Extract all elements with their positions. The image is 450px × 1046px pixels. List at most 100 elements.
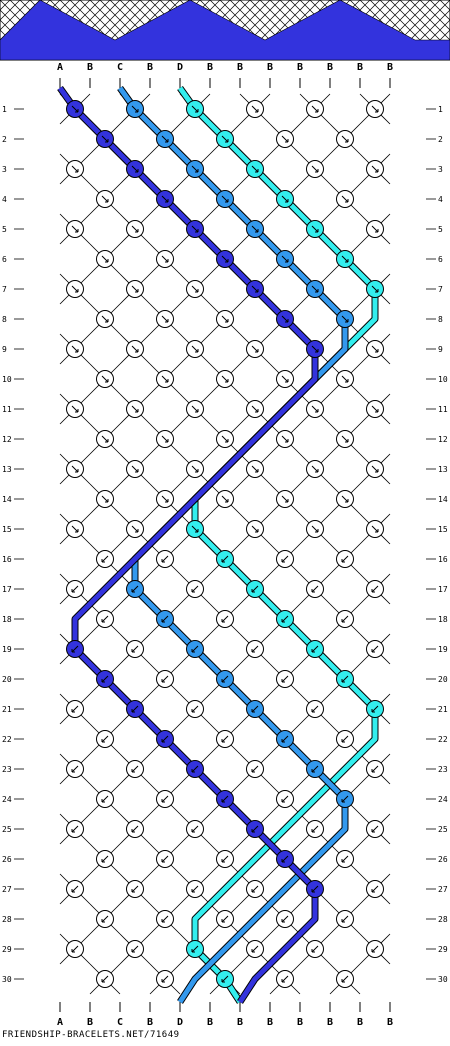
- knot-arrow-icon: [281, 255, 289, 263]
- knot-arrow-icon: [371, 825, 379, 833]
- knot-arrow-icon: [161, 375, 169, 383]
- row-number-right: 14: [438, 495, 448, 504]
- knot-arrow-icon: [101, 255, 109, 263]
- knot-arrow-icon: [341, 555, 349, 563]
- knot-arrow-icon: [191, 105, 199, 113]
- knot-arrow-icon: [281, 195, 289, 203]
- knot-arrow-icon: [311, 705, 319, 713]
- knot-arrow-icon: [131, 705, 139, 713]
- knot-arrow-icon: [101, 435, 109, 443]
- knot-arrow-icon: [101, 135, 109, 143]
- knot-arrow-icon: [251, 165, 259, 173]
- knot-arrow-icon: [371, 765, 379, 773]
- bottom-string-label: B: [327, 1017, 333, 1028]
- knot-arrow-icon: [131, 765, 139, 773]
- knot-arrow-icon: [221, 195, 229, 203]
- row-number-left: 24: [2, 795, 12, 804]
- knot-arrow-icon: [221, 315, 229, 323]
- knot-arrow-icon: [281, 675, 289, 683]
- knot-arrow-icon: [131, 945, 139, 953]
- row-number-left: 28: [2, 915, 12, 924]
- knot-arrow-icon: [251, 645, 259, 653]
- knot-arrow-icon: [311, 885, 319, 893]
- knot-arrow-icon: [251, 465, 259, 473]
- knot-arrow-icon: [341, 435, 349, 443]
- knot-arrow-icon: [251, 585, 259, 593]
- knot-arrow-icon: [101, 855, 109, 863]
- knot-arrow-icon: [281, 555, 289, 563]
- knot-arrow-icon: [101, 195, 109, 203]
- knot-arrow-icon: [101, 495, 109, 503]
- knot-arrow-icon: [161, 915, 169, 923]
- knot-arrow-icon: [131, 885, 139, 893]
- knot-arrow-icon: [101, 315, 109, 323]
- knot-arrow-icon: [161, 675, 169, 683]
- bottom-string-label: B: [357, 1017, 363, 1028]
- knot-arrow-icon: [371, 525, 379, 533]
- knot-arrow-icon: [371, 465, 379, 473]
- knot-arrow-icon: [311, 165, 319, 173]
- knot-arrow-icon: [131, 105, 139, 113]
- knot-arrow-icon: [341, 375, 349, 383]
- row-number-left: 15: [2, 525, 12, 534]
- knot-arrow-icon: [221, 675, 229, 683]
- knot-arrow-icon: [101, 915, 109, 923]
- bottom-string-label: B: [297, 1017, 303, 1028]
- knot-arrow-icon: [71, 465, 79, 473]
- row-number-right: 15: [438, 525, 448, 534]
- knot-arrow-icon: [101, 735, 109, 743]
- bottom-string-label: C: [117, 1017, 123, 1028]
- knot-arrow-icon: [71, 765, 79, 773]
- bottom-string-label: B: [207, 1017, 213, 1028]
- knot-arrow-icon: [221, 795, 229, 803]
- knot-arrow-icon: [341, 195, 349, 203]
- top-string-label: C: [117, 62, 123, 73]
- row-number-left: 26: [2, 855, 12, 864]
- row-number-right: 8: [438, 315, 443, 324]
- knot-arrow-icon: [71, 405, 79, 413]
- knot-arrow-icon: [371, 345, 379, 353]
- knot-arrow-icon: [221, 435, 229, 443]
- row-number-right: 6: [438, 255, 443, 264]
- knot-arrow-icon: [191, 825, 199, 833]
- top-string-label: D: [177, 62, 183, 73]
- knot-arrow-icon: [251, 825, 259, 833]
- top-string-label: B: [357, 62, 363, 73]
- knot-arrow-icon: [191, 885, 199, 893]
- knot-arrow-icon: [191, 645, 199, 653]
- knot-arrow-icon: [71, 825, 79, 833]
- row-number-left: 8: [2, 315, 7, 324]
- knot-arrow-icon: [341, 615, 349, 623]
- row-number-right: 19: [438, 645, 448, 654]
- knot-arrow-icon: [71, 105, 79, 113]
- bottom-string-label: B: [87, 1017, 93, 1028]
- row-number-left: 5: [2, 225, 7, 234]
- knot-arrow-icon: [221, 855, 229, 863]
- row-number-left: 18: [2, 615, 12, 624]
- knot-arrow-icon: [311, 285, 319, 293]
- string-paths: [57, 78, 391, 1012]
- top-string-label: B: [207, 62, 213, 73]
- bottom-string-label: D: [177, 1017, 183, 1028]
- knot-arrow-icon: [371, 285, 379, 293]
- knot-arrow-icon: [191, 525, 199, 533]
- row-number-right: 5: [438, 225, 443, 234]
- knot-arrow-icon: [71, 165, 79, 173]
- row-number-left: 20: [2, 675, 12, 684]
- knot-arrow-icon: [341, 315, 349, 323]
- knot-arrow-icon: [131, 465, 139, 473]
- knot-arrow-icon: [71, 585, 79, 593]
- knot-arrow-icon: [131, 405, 139, 413]
- top-string-label: B: [267, 62, 273, 73]
- row-number-left: 4: [2, 195, 7, 204]
- row-number-left: 19: [2, 645, 12, 654]
- knot-arrow-icon: [311, 945, 319, 953]
- row-number-right: 1: [438, 105, 443, 114]
- row-number-right: 27: [438, 885, 448, 894]
- knot-arrow-icon: [281, 435, 289, 443]
- row-number-left: 16: [2, 555, 12, 564]
- knot-arrow-icon: [281, 795, 289, 803]
- knot-arrow-icon: [71, 285, 79, 293]
- row-number-left: 12: [2, 435, 12, 444]
